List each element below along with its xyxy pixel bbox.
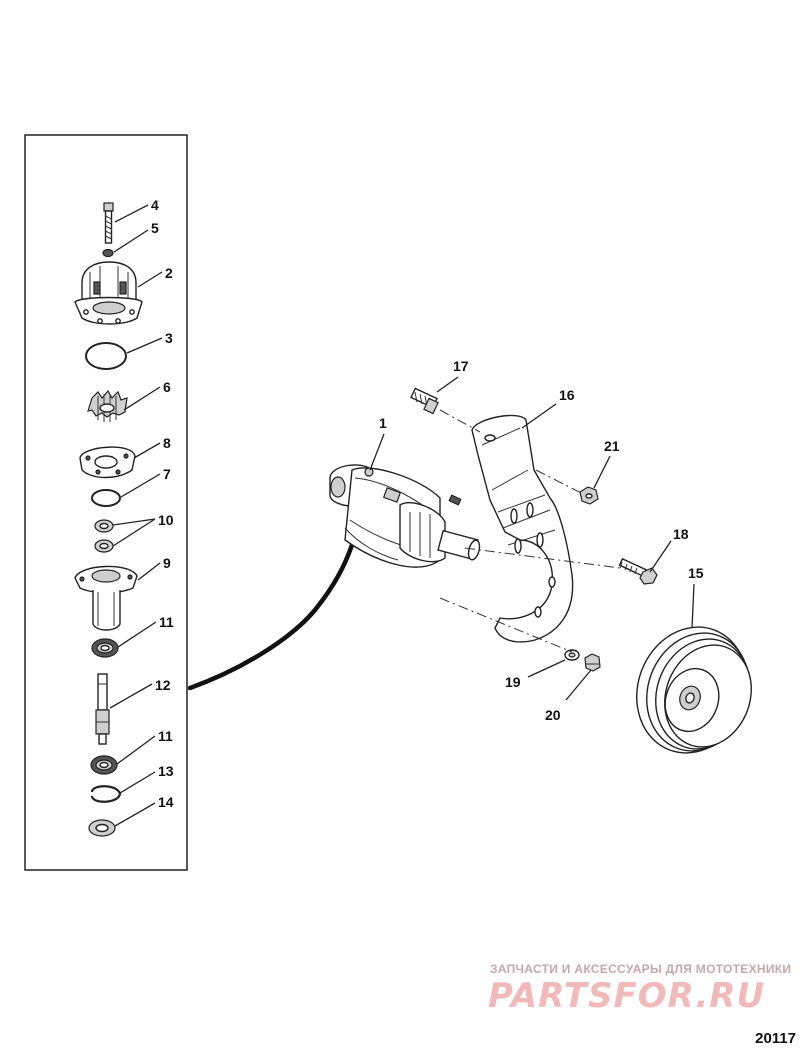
callout-16: 16 xyxy=(559,387,575,403)
callout-18: 18 xyxy=(673,526,689,542)
part-bearing-lower xyxy=(90,755,118,775)
callout-13: 13 xyxy=(158,763,174,779)
part-mounting-bracket xyxy=(471,414,574,643)
part-nut-lower xyxy=(584,653,601,672)
part-washer-bracket xyxy=(564,649,580,661)
part-nut-upper xyxy=(579,486,599,505)
part-washer-large xyxy=(88,819,116,837)
callout-14: 14 xyxy=(158,794,174,810)
part-bearing-upper xyxy=(91,638,119,658)
watermark-logo: PARTSFOR.RU xyxy=(488,976,766,1016)
part-seals xyxy=(94,519,114,553)
leader-lines-right xyxy=(369,376,695,701)
callout-19: 19 xyxy=(505,674,521,690)
callout-5: 5 xyxy=(151,220,159,236)
part-o-ring-small xyxy=(91,489,121,507)
exploded-view-connector-line xyxy=(187,542,355,691)
callout-21: 21 xyxy=(604,438,620,454)
part-screw xyxy=(103,202,114,244)
part-pulley xyxy=(636,626,752,754)
part-pump-assembly xyxy=(329,464,481,568)
callout-11-lower: 11 xyxy=(158,728,173,744)
callout-3: 3 xyxy=(165,330,173,346)
callout-10: 10 xyxy=(158,512,174,528)
callout-4: 4 xyxy=(151,197,159,213)
part-pump-cover xyxy=(74,261,143,325)
part-bolt xyxy=(618,557,658,585)
diagram-number: 20117 xyxy=(755,1030,796,1047)
callout-labels: 4 5 2 3 6 8 7 10 9 11 12 11 13 14 1 17 1… xyxy=(151,197,704,810)
leader-lines-left xyxy=(109,204,163,827)
part-retaining-ring xyxy=(90,785,122,803)
callout-11-upper: 11 xyxy=(159,614,174,630)
part-pump-housing xyxy=(74,565,138,631)
callout-17: 17 xyxy=(453,358,469,374)
part-stud xyxy=(410,387,439,415)
part-washer-small xyxy=(102,248,114,258)
callout-12: 12 xyxy=(155,677,171,693)
callout-2: 2 xyxy=(165,265,173,281)
callout-1: 1 xyxy=(379,415,387,431)
part-shaft xyxy=(95,673,110,745)
callout-7: 7 xyxy=(163,466,171,482)
callout-20: 20 xyxy=(545,707,561,723)
part-impeller xyxy=(87,389,128,422)
part-wear-plate xyxy=(79,446,136,479)
callout-8: 8 xyxy=(163,435,171,451)
watermark-tagline: ЗАПЧАСТИ И АКСЕССУАРЫ ДЛЯ МОТОТЕХНИКИ xyxy=(490,962,792,976)
callout-6: 6 xyxy=(163,379,171,395)
assembly-dash-lines xyxy=(439,409,621,653)
part-o-ring-large xyxy=(85,342,127,370)
exploded-view-frame xyxy=(24,134,188,871)
callout-15: 15 xyxy=(688,565,704,581)
callout-9: 9 xyxy=(163,555,171,571)
